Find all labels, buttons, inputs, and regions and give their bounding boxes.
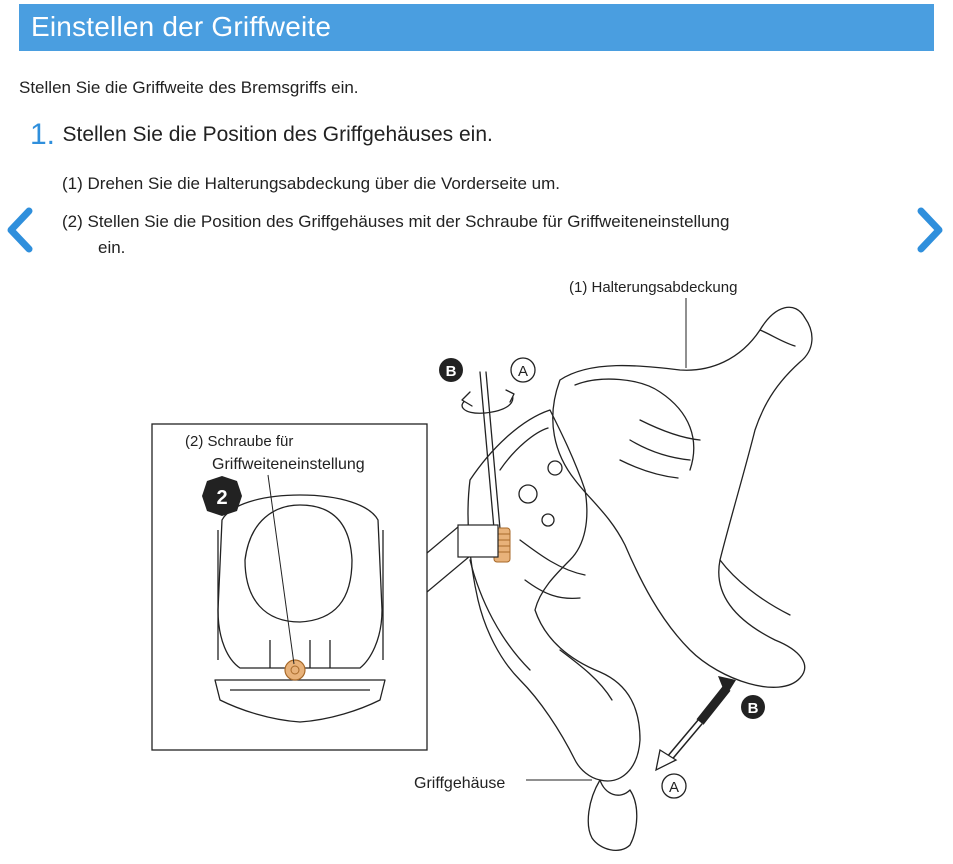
bracket-cover-drawing [552, 306, 813, 688]
marker-b-top [439, 358, 463, 382]
next-page-button[interactable] [913, 205, 947, 255]
previous-page-button[interactable] [3, 205, 37, 255]
substep-2-continuation: ein. [98, 238, 126, 257]
rotation-arrow [461, 393, 514, 414]
chevron-left-icon [7, 207, 33, 253]
marker-a-top-text: A [518, 363, 528, 380]
step-badge [202, 476, 242, 516]
marker-b-bottom-text: B [748, 700, 759, 717]
label-screw-line1: (2) Schraube für [185, 433, 293, 450]
marker-a-bottom [661, 773, 687, 799]
chevron-right-icon [917, 207, 943, 253]
lever-body-drawing [467, 409, 641, 851]
page-title: Einstellen der Griffweite [31, 11, 332, 42]
marker-b-bottom [741, 695, 765, 719]
substep-1: (1) Drehen Sie die Halterungsabdeckung ü… [62, 174, 561, 193]
step-number: 1. [30, 118, 56, 151]
label-bracket-cover: (1) Halterungsabdeckung [569, 279, 737, 296]
inset-drawing [214, 494, 386, 723]
step-badge-number: 2 [216, 487, 227, 509]
substep-2: (2) Stellen Sie die Position des Griffge… [62, 209, 822, 261]
marker-a-bottom-text: A [669, 779, 679, 796]
inset-screw [284, 659, 306, 681]
label-screw-line2: Griffweiteneinstellung [212, 456, 365, 473]
callout-lines [426, 524, 499, 593]
step-title: Stellen Sie die Position des Griffgehäus… [62, 123, 493, 146]
substep-2-text: (2) Stellen Sie die Position des Griffge… [62, 212, 730, 231]
marker-a-top [510, 357, 536, 383]
reach-direction-arrow [655, 676, 736, 772]
step-heading: 1. Stellen Sie die Position des Griffgeh… [30, 118, 493, 152]
screw-leader-line [267, 474, 295, 665]
screwdriver-drawing [479, 371, 502, 541]
title-bar: Einstellen der Griffweite [19, 4, 934, 51]
marker-b-top-text: B [446, 363, 457, 380]
intro-text: Stellen Sie die Griffweite des Bremsgrif… [19, 78, 359, 97]
label-lever-body: Griffgehäuse [414, 775, 505, 792]
